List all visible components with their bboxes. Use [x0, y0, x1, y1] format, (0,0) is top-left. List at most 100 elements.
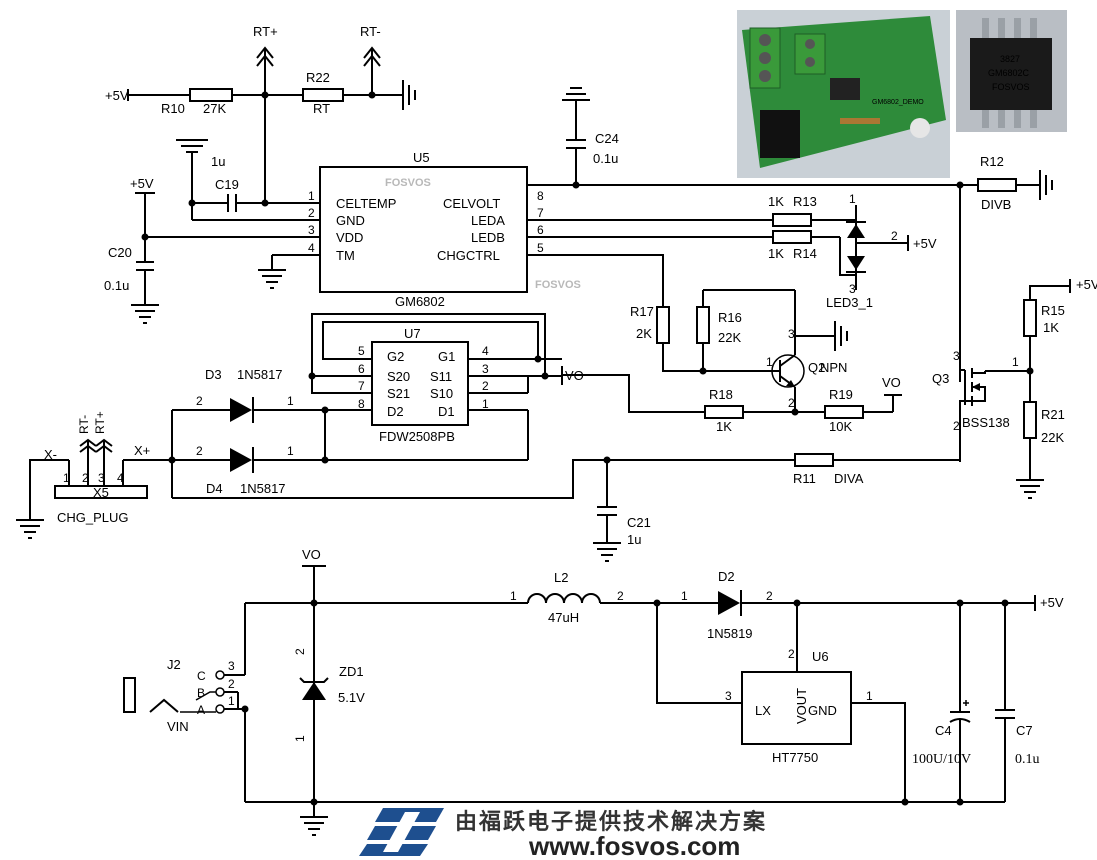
- r14-label: R14: [793, 246, 817, 261]
- c4-value: 100U/10V: [912, 752, 971, 767]
- pin-num: 6: [358, 362, 365, 376]
- r17-value: 2K: [636, 326, 652, 341]
- r15-value: 1K: [1043, 320, 1059, 335]
- u5-pin-gnd: GND: [336, 213, 365, 228]
- r21-value: 22K: [1041, 430, 1064, 445]
- c21-label: C21: [627, 515, 651, 530]
- pin-num: 2: [228, 677, 235, 691]
- led-pin: 3: [849, 282, 856, 296]
- u5-pin-chgctrl: CHGCTRL: [437, 248, 500, 263]
- q3-part: BSS138: [962, 415, 1010, 430]
- u7-pin-s10: S10: [430, 386, 453, 401]
- plus5v-label: +5V: [105, 88, 129, 103]
- pin-num: 1: [681, 589, 688, 603]
- rt-plus-label: RT+: [253, 24, 278, 39]
- pin-num: 1: [308, 189, 315, 203]
- zd1-label: ZD1: [339, 664, 364, 679]
- q3-network: 3 1 2 Q3 BSS138 +5V R15 1K R21 22K: [932, 277, 1097, 499]
- r16-value: 22K: [718, 330, 741, 345]
- ground-icon: [834, 321, 848, 351]
- x-plus-label: X+: [134, 443, 150, 458]
- resistor-r21: [1023, 401, 1037, 439]
- plus5v-label: +5V: [913, 236, 937, 251]
- r21-label: R21: [1041, 407, 1065, 422]
- ic-u6: [741, 671, 852, 745]
- q2-pin: 3: [788, 327, 795, 341]
- plus5v-label: +5V: [1076, 277, 1097, 292]
- u7-pin-d2: D2: [387, 404, 404, 419]
- ground-icon: [402, 80, 416, 110]
- c7-value: 0.1u: [1015, 752, 1040, 767]
- vo-label: VO: [565, 368, 584, 383]
- u7-pin-s20: S20: [387, 369, 410, 384]
- terminal-arrow-icon: [256, 46, 274, 59]
- fosvos-logo-icon: [359, 808, 444, 856]
- c19-value: 1u: [211, 154, 225, 169]
- d2-part: 1N5819: [707, 626, 753, 641]
- l2-value: 47uH: [548, 610, 579, 625]
- npn-transistor-icon: [771, 354, 805, 388]
- pin-num: 2: [308, 206, 315, 220]
- pin-num: 8: [358, 397, 365, 411]
- x-minus-label: X-: [44, 447, 57, 462]
- board-photo: GM6802_DEMO: [737, 10, 950, 178]
- pin-num: 1: [287, 394, 294, 408]
- led-pin: 2: [891, 229, 898, 243]
- u5-pin-celtemp: CELTEMP: [336, 196, 396, 211]
- c20-label: C20: [108, 245, 132, 260]
- chip-photo: 3827 GM6802C FOSVOS: [956, 10, 1067, 132]
- r17-label: R17: [630, 304, 654, 319]
- dc-jack-icon: [123, 670, 225, 714]
- d4-part: 1N5817: [240, 481, 286, 496]
- chip-line-1: 3827: [1000, 54, 1020, 64]
- q3-pin: 2: [953, 419, 960, 433]
- resistor-r17: [656, 306, 670, 344]
- rt-minus-pin: RT-: [77, 415, 91, 434]
- q2-label: Q2: [808, 360, 825, 375]
- ground-icon: [176, 139, 208, 153]
- u6-label: U6: [812, 649, 829, 664]
- ground-icon: [1039, 170, 1053, 200]
- pin-num: 1: [228, 694, 235, 708]
- u5-label: U5: [413, 150, 430, 165]
- d2-label: D2: [718, 569, 735, 584]
- pin-num: 2: [196, 394, 203, 408]
- u6-lx: LX: [755, 703, 771, 718]
- pin-num: 1: [293, 735, 307, 742]
- c19-label: C19: [215, 177, 239, 192]
- pin-num: 2: [82, 471, 89, 485]
- r18-label: R18: [709, 387, 733, 402]
- r10-label: R10: [161, 101, 185, 116]
- resistor-r22: [302, 88, 344, 102]
- u5-part: GM6802: [395, 294, 445, 309]
- resistor-r11: [794, 453, 834, 467]
- pin-num: 4: [482, 344, 489, 358]
- ground-icon: [1016, 479, 1044, 499]
- r11-value: DIVA: [834, 471, 864, 486]
- led-pin: 1: [849, 192, 856, 206]
- r19-label: R19: [829, 387, 853, 402]
- board-label: GM6802_DEMO: [872, 99, 924, 106]
- r10-value: 27K: [203, 101, 226, 116]
- pin-num: 1: [63, 471, 70, 485]
- pin-num: 8: [537, 189, 544, 203]
- r12-value: DIVB: [981, 197, 1011, 212]
- resistor-r16: [696, 306, 710, 344]
- r13-label: R13: [793, 194, 817, 209]
- chip-line-3: FOSVOS: [992, 82, 1030, 92]
- q3-label: Q3: [932, 371, 949, 386]
- pin-num: 1: [287, 444, 294, 458]
- pin-num: 1: [510, 589, 517, 603]
- r13-value: 1K: [768, 194, 784, 209]
- pin-num: 1: [482, 397, 489, 411]
- u7-part: FDW2508PB: [379, 429, 455, 444]
- d4-label: D4: [206, 481, 223, 496]
- u5-pin-ledb: LEDB: [471, 230, 505, 245]
- plus5v-label: +5V: [130, 176, 154, 191]
- j2-pin: B: [197, 686, 205, 700]
- footer-chinese-text: 由福跃电子提供技术解决方案: [455, 809, 767, 835]
- terminal-arrow-icon: [363, 46, 381, 59]
- u7-label: U7: [404, 326, 421, 341]
- input-diodes: 2 1 2 1 D3 1N5817 D4 1N5817 X5 CHG_PLUG …: [16, 367, 960, 562]
